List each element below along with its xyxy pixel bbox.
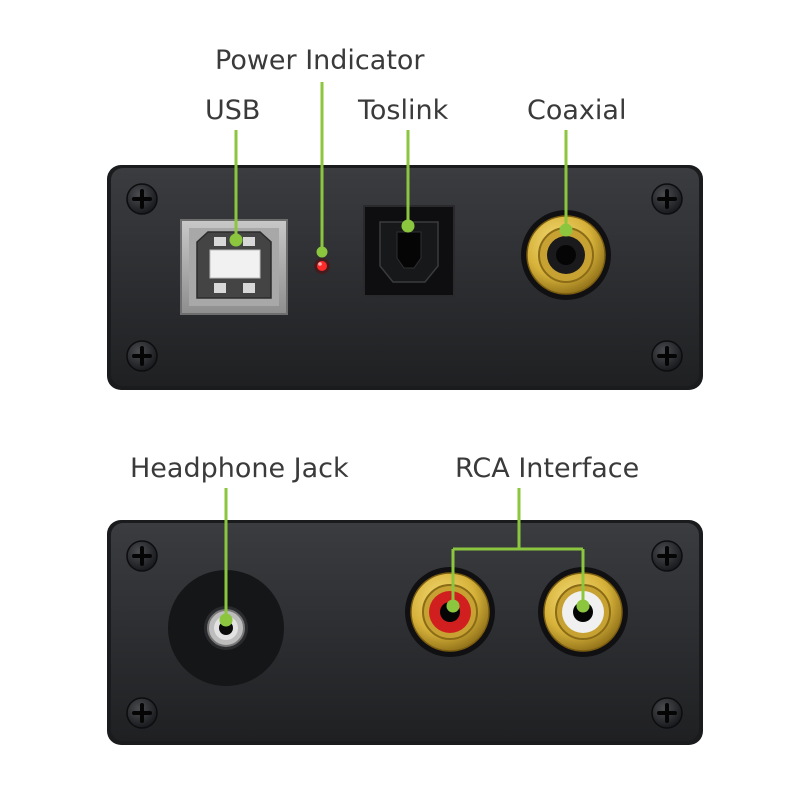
phillips-screw-icon xyxy=(651,340,683,372)
phillips-screw-icon xyxy=(126,697,158,729)
label-coaxial: Coaxial xyxy=(527,95,627,126)
bottom-panel xyxy=(107,520,703,745)
phillips-screw-icon xyxy=(126,540,158,572)
rca-jack-icon xyxy=(521,210,611,300)
phillips-screw-icon xyxy=(651,540,683,572)
phillips-screw-icon xyxy=(126,340,158,372)
label-rca-interface: RCA Interface xyxy=(455,453,640,484)
phillips-screw-icon xyxy=(651,183,683,215)
label-toslink: Toslink xyxy=(358,95,449,126)
rca-jack-icon xyxy=(405,567,495,657)
phillips-screw-icon xyxy=(651,697,683,729)
label-power-indicator: Power Indicator xyxy=(215,45,425,76)
callout-lines xyxy=(219,82,590,627)
phillips-screw-icon xyxy=(126,183,158,215)
label-usb: USB xyxy=(205,95,261,126)
label-headphone-jack: Headphone Jack xyxy=(130,453,349,484)
led-icon xyxy=(314,258,330,274)
